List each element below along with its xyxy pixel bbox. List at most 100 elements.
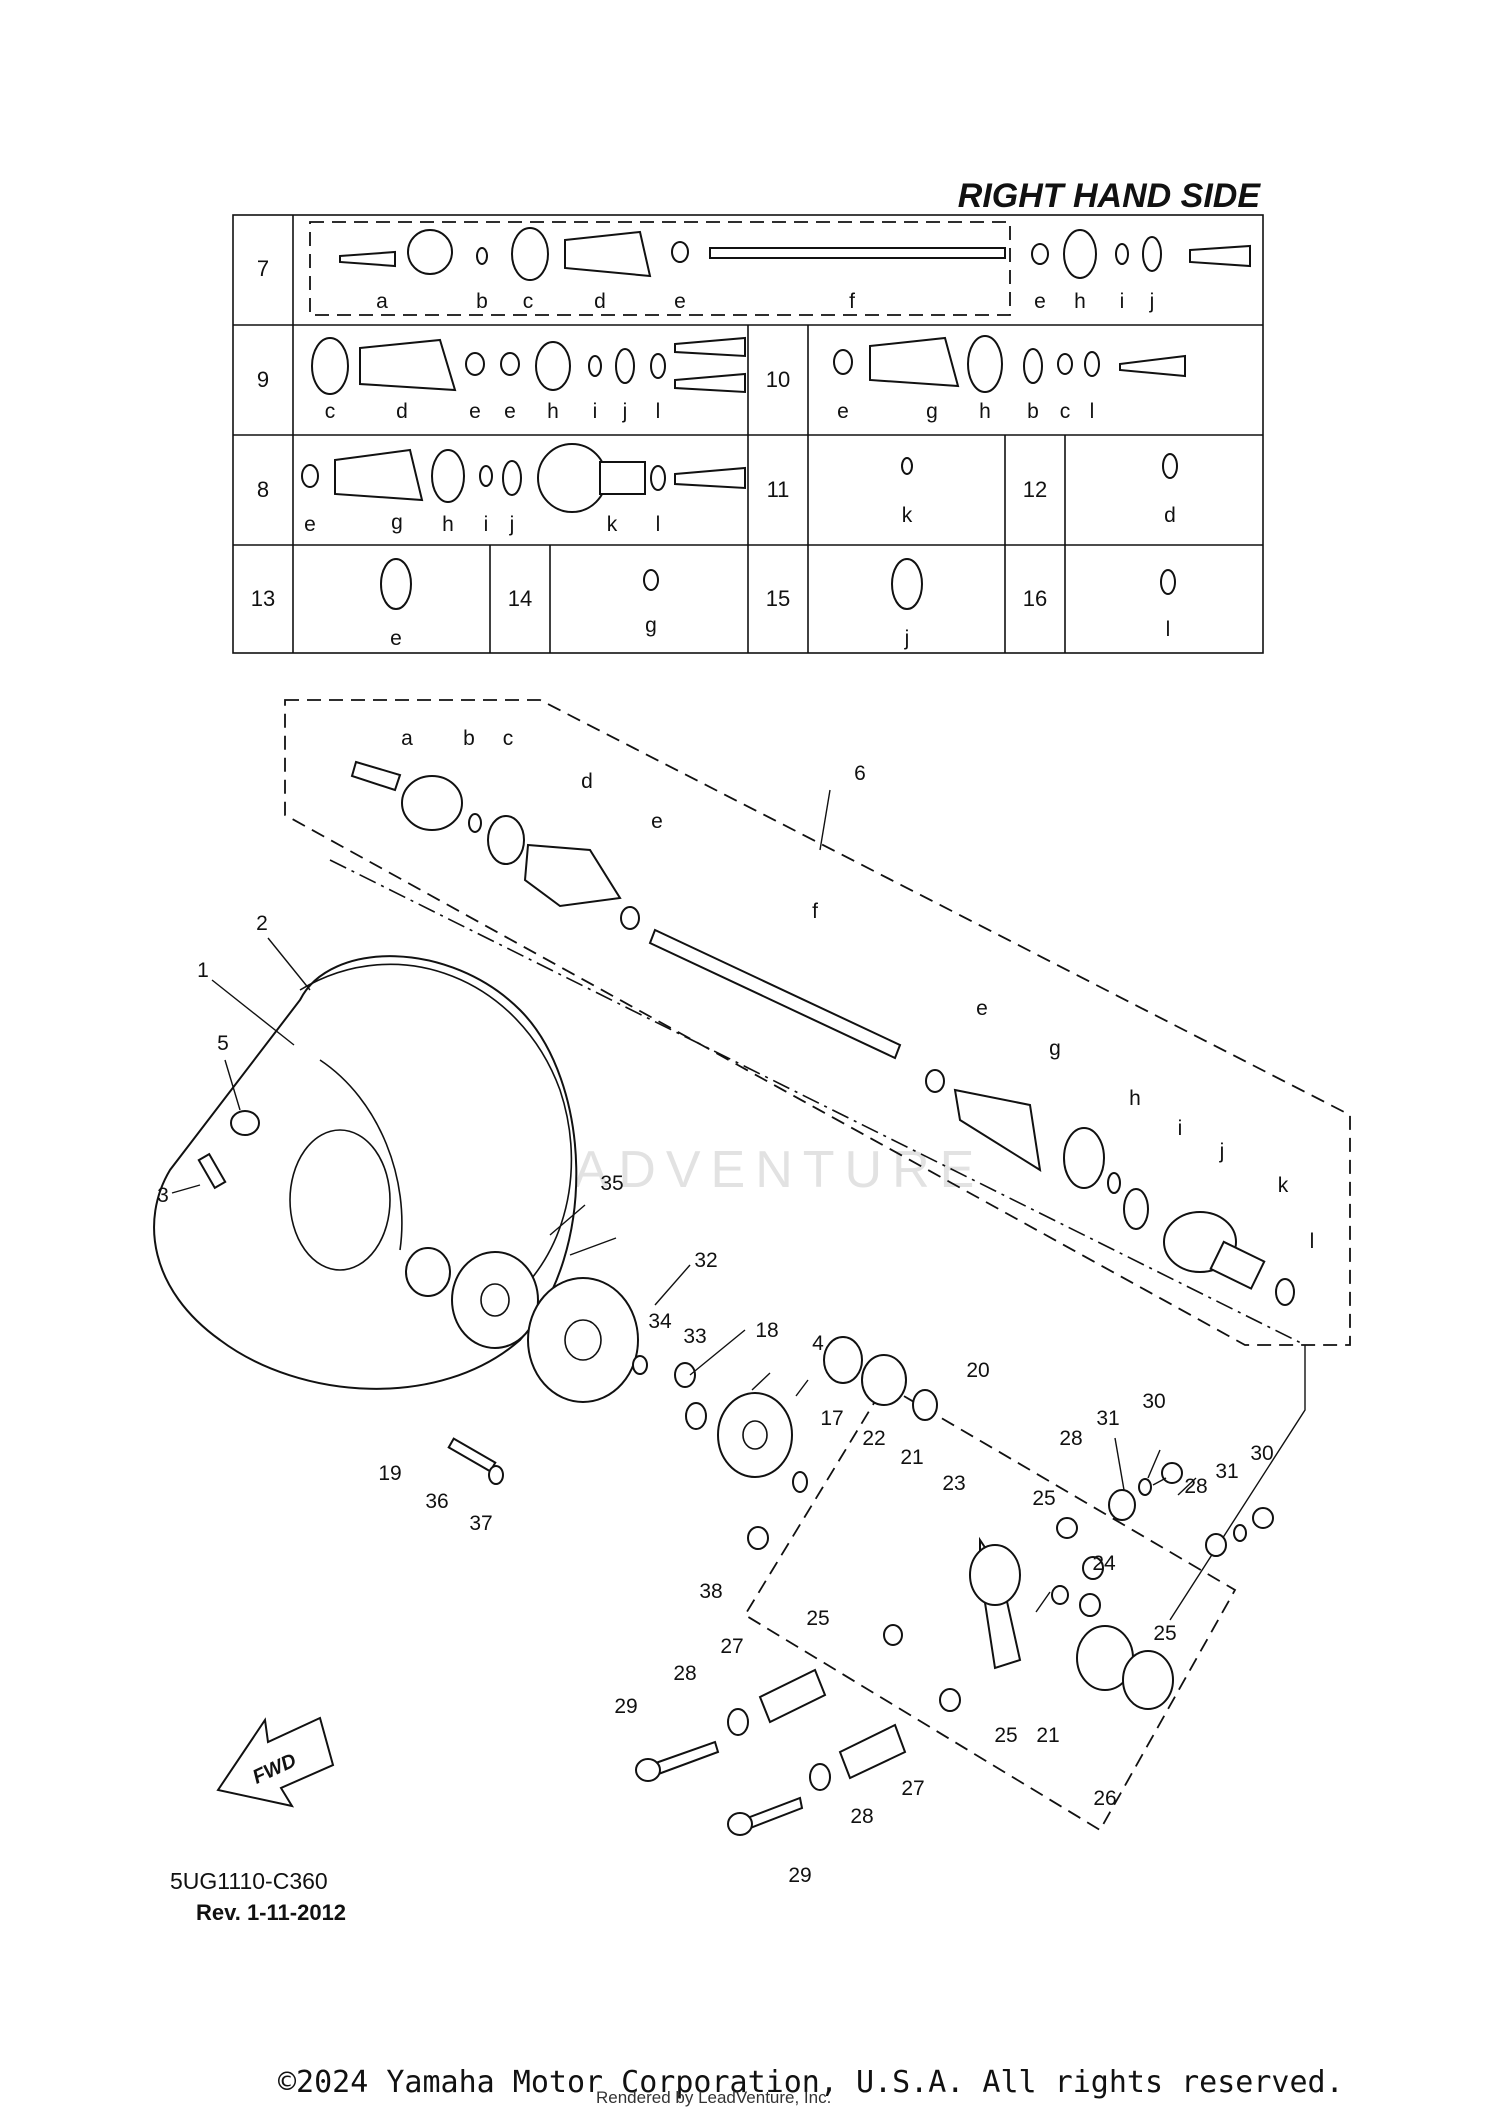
kit-row-7-letter: j: [1149, 290, 1155, 313]
revision-date: Rev. 1-11-2012: [196, 1900, 347, 1925]
kit-row-10-parts: [833, 335, 1186, 393]
callout-number: 31: [1215, 1460, 1238, 1483]
callout-number: 28: [1184, 1475, 1207, 1498]
callout-number: 2: [256, 912, 268, 935]
callout-number: 25: [806, 1607, 829, 1630]
kit-row-7-letter: c: [523, 290, 534, 313]
callout-number: 3: [157, 1184, 169, 1207]
kit-row-7-letter: i: [1120, 290, 1125, 313]
kit-table-grid: [232, 214, 1264, 654]
kit-row-11-part: [901, 457, 913, 475]
kit-row-9-letter: h: [547, 400, 559, 423]
copyright-notice: ©2024 Yamaha Motor Corporation, U.S.A. A…: [278, 2065, 1344, 2100]
callout-number: 5: [217, 1032, 229, 1055]
kit-row-9-letter: c: [325, 400, 336, 423]
shaft-letter: g: [1049, 1037, 1061, 1060]
shaft-letter: i: [1178, 1117, 1183, 1140]
kit-row-11-number: 11: [767, 477, 790, 502]
shaft-letter: l: [1310, 1230, 1315, 1253]
kit-row-9-letter: l: [656, 400, 661, 423]
kit-row-8-letter: l: [656, 513, 661, 536]
kit-row-15-part: [891, 558, 923, 610]
axle-shaft-parts: [350, 760, 1295, 1306]
shaft-letter: a: [401, 727, 413, 750]
kit-row-12-letter: d: [1164, 504, 1176, 527]
hub-assembly: [197, 1110, 808, 1550]
kit-row-15-number: 15: [766, 586, 790, 611]
drawing-code: 5UG1110-C360: [170, 1868, 328, 1894]
kit-row-8-letter: k: [607, 513, 618, 536]
kit-row-16-part: [1160, 569, 1176, 595]
kit-row-10-letter: b: [1027, 400, 1039, 423]
kit-row-15-letter: j: [904, 627, 910, 650]
kit-row-7-letter: d: [594, 290, 606, 313]
shaft-letter: d: [581, 770, 593, 793]
callout-number: 24: [1092, 1552, 1116, 1575]
callout-number: 32: [694, 1249, 717, 1272]
callout-number: 38: [699, 1580, 722, 1603]
shaft-letter: k: [1278, 1174, 1289, 1197]
kit-row-9-number: 9: [257, 367, 269, 392]
callout-number: 35: [600, 1172, 623, 1195]
shaft-letter: c: [503, 727, 514, 750]
knuckle-kit-outline: [743, 1383, 1237, 1832]
kit-row-16-letter: l: [1166, 618, 1171, 641]
kit-row-8-letter: g: [391, 511, 403, 534]
kit-row-7-letter: h: [1074, 290, 1086, 313]
kit-row-9-letter: i: [593, 400, 598, 423]
kit-row-8-letter: h: [442, 513, 454, 536]
kit-row-13-number: 13: [251, 586, 275, 611]
kit-row-8-parts: [301, 443, 746, 513]
callout-number: 34: [648, 1310, 672, 1333]
kit-row-12-part: [1162, 453, 1178, 479]
kit-row-8-number: 8: [257, 477, 269, 502]
kit-row-8-letter: e: [304, 513, 316, 536]
callout-number: 25: [1032, 1487, 1055, 1510]
leader-lines: [171, 789, 1197, 1613]
kit-row-7-letter: b: [476, 290, 488, 313]
callout-number: 1: [197, 959, 209, 982]
callout-number: 6: [854, 762, 866, 785]
kit-row-9-letter: d: [396, 400, 408, 423]
kit-row-7-parts: [339, 227, 1251, 281]
kit-row-7-letter: a: [376, 290, 388, 313]
callout-number: 29: [614, 1695, 637, 1718]
callout-number: 27: [901, 1777, 924, 1800]
kit-row-14-letter: g: [645, 614, 657, 637]
callout-number: 30: [1142, 1390, 1165, 1413]
kit-row-14-part: [643, 569, 659, 591]
kit-row-9-letter: e: [504, 400, 516, 423]
kit-row-12-number: 12: [1023, 477, 1047, 502]
fwd-arrow-icon: FWD: [216, 1716, 335, 1808]
kit-row-8-letter: j: [509, 513, 515, 536]
kit-row-7-letter: e: [1034, 290, 1046, 313]
kit-row-10-number: 10: [766, 367, 790, 392]
kit-row-10-letter: l: [1090, 400, 1095, 423]
callout-number: 18: [755, 1319, 778, 1342]
kit-row-9-letter: e: [469, 400, 481, 423]
kit-row-10-letter: e: [837, 400, 849, 423]
callout-number: 4: [812, 1332, 824, 1355]
kit-row-10-letter: h: [979, 400, 991, 423]
shaft-letter: b: [463, 727, 475, 750]
callout-number: 25: [1153, 1622, 1176, 1645]
shaft-letter: j: [1219, 1140, 1225, 1163]
callout-number: 28: [850, 1805, 873, 1828]
callout-number: 21: [1036, 1724, 1059, 1747]
callout-number: 21: [900, 1446, 923, 1469]
callout-number: 22: [862, 1427, 885, 1450]
callout-number: 28: [673, 1662, 696, 1685]
kit-row-16-number: 16: [1023, 586, 1047, 611]
kit-row-11-letter: k: [902, 504, 913, 527]
kit-row-13-part: [380, 558, 412, 610]
shaft-letter: e: [651, 810, 663, 833]
kit-row-9-letter: j: [622, 400, 628, 423]
kit-row-14-number: 14: [508, 586, 532, 611]
callout-number: 25: [994, 1724, 1017, 1747]
kit-row-7-letter: f: [849, 290, 855, 313]
callout-number: 36: [425, 1490, 448, 1513]
rendered-by-notice: Rendered by LeadVenture, Inc.: [596, 2088, 832, 2107]
callout-number: 27: [720, 1635, 743, 1658]
axle-centerline: [329, 859, 1306, 1346]
kit-row-10-letter: c: [1060, 400, 1071, 423]
